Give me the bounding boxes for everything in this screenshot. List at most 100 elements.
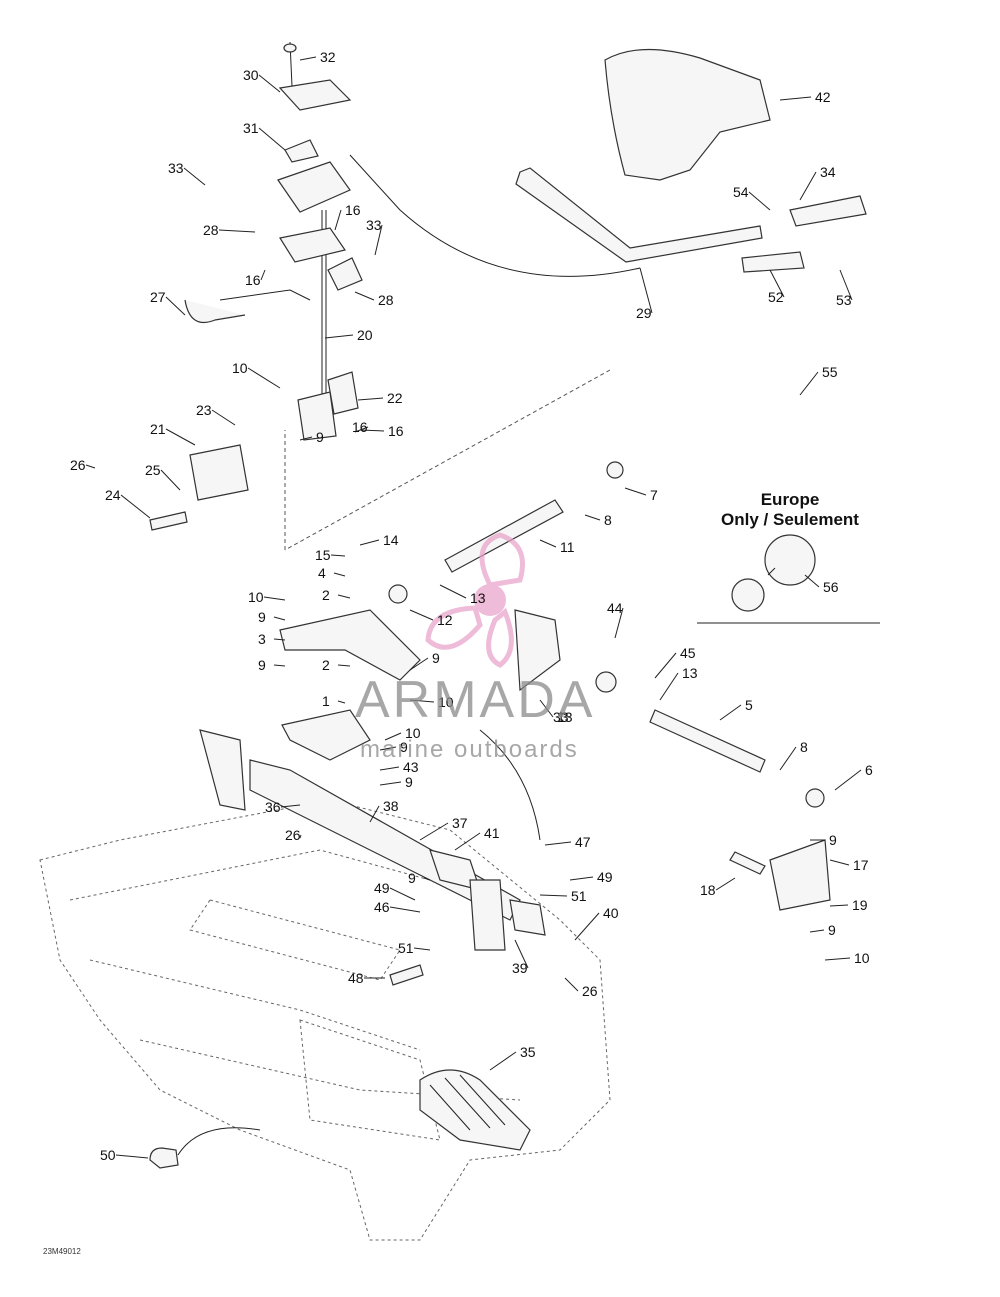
part-number-label: 7	[650, 487, 658, 503]
steering-arm	[184, 299, 831, 911]
callout-leader	[419, 822, 449, 841]
watermark-tagline: marine outboards	[360, 736, 579, 763]
callout-leader	[829, 904, 849, 907]
callout-leader	[324, 334, 354, 339]
callout-leader	[544, 841, 572, 846]
part-number-label: 4	[318, 565, 326, 581]
callout-leader	[748, 191, 771, 211]
callout-leader	[359, 539, 380, 546]
callout-leader	[247, 367, 281, 389]
drawing-number: 23M49012	[43, 1247, 81, 1256]
part-number-label: 52	[768, 289, 784, 305]
part-number-label: 40	[603, 905, 619, 921]
part-number-label: 27	[150, 289, 166, 305]
callout-leader	[769, 269, 785, 298]
callout-leader	[654, 652, 677, 679]
part-number-label: 3	[258, 631, 266, 647]
callout-leader	[539, 894, 568, 897]
part-number-label: 41	[484, 825, 500, 841]
part-number-label: 36	[265, 799, 281, 815]
part-number-label: 12	[437, 612, 453, 628]
part-number-label: 50	[100, 1147, 116, 1163]
part-number-label: 9	[258, 657, 266, 673]
part-number-label: 39	[512, 960, 528, 976]
part-number-label: 16	[388, 423, 404, 439]
part-number-label: 13	[470, 590, 486, 606]
callout-leader	[359, 429, 385, 432]
tie-rods	[388, 461, 825, 808]
part-number-label: 51	[398, 940, 414, 956]
callout-leader	[273, 638, 286, 641]
callout-leader	[183, 167, 206, 186]
part-number-label: 10	[232, 360, 248, 376]
callout-leader	[337, 700, 346, 704]
callout-leader	[384, 732, 402, 741]
part-number-label: 17	[853, 857, 869, 873]
part-number-label: 29	[636, 305, 652, 321]
part-number-label: 35	[520, 1044, 536, 1060]
callout-leader	[218, 229, 256, 233]
callout-leader	[263, 596, 286, 601]
callout-leader	[569, 876, 594, 881]
callout-leader	[299, 834, 302, 839]
callout-leader	[804, 574, 820, 588]
callout-leader	[539, 699, 554, 718]
callout-leader	[85, 464, 96, 469]
part-number-label: 31	[243, 120, 259, 136]
callout-leader	[719, 704, 742, 721]
callout-leader	[824, 957, 851, 961]
part-number-label: 25	[145, 462, 161, 478]
callout-leader	[374, 224, 383, 256]
callout-leader	[389, 906, 421, 913]
callout-leader	[334, 209, 342, 231]
callout-leader	[809, 929, 825, 933]
part-number-label: 49	[374, 880, 390, 896]
part-number-label: 26	[582, 983, 598, 999]
callout-leader	[564, 977, 579, 992]
callout-leader	[539, 539, 557, 548]
part-number-label: 54	[733, 184, 749, 200]
part-number-label: 6	[865, 762, 873, 778]
part-number-label: 18	[700, 882, 716, 898]
callout-leader	[454, 832, 481, 851]
heading-line-2: Only / Seulement	[721, 510, 859, 529]
part-number-label: 42	[815, 89, 831, 105]
horn	[697, 534, 880, 624]
callout-leader	[379, 746, 397, 751]
callout-leader	[273, 616, 286, 621]
callout-leader	[639, 267, 653, 314]
callout-leader	[379, 781, 402, 786]
callout-leader	[337, 664, 351, 667]
callout-leader	[584, 514, 601, 521]
part-number-label: 10	[854, 950, 870, 966]
part-number-label: 33	[168, 160, 184, 176]
part-number-label: 10	[405, 725, 421, 741]
callout-leader	[779, 746, 797, 771]
part-number-label: 9	[405, 774, 413, 790]
callout-leader	[260, 269, 266, 281]
part-number-label: 13	[682, 665, 698, 681]
callout-leader	[160, 469, 181, 491]
callout-leader	[659, 672, 679, 701]
part-number-label: 23	[196, 402, 212, 418]
part-number-label: 48	[348, 970, 364, 986]
callout-leader	[779, 96, 812, 101]
part-number-label: 32	[320, 49, 336, 65]
part-number-label: 21	[150, 421, 166, 437]
callout-leader	[559, 711, 570, 718]
handlebar	[515, 48, 867, 273]
part-number-label: 55	[822, 364, 838, 380]
callout-leader	[489, 1051, 517, 1071]
part-number-label: 2	[322, 657, 330, 673]
callout-leader	[574, 912, 600, 941]
callout-leader	[165, 428, 196, 446]
part-number-label: 10	[438, 694, 454, 710]
part-number-label: 9	[829, 832, 837, 848]
callout-leader	[409, 657, 429, 671]
watermark-brand: ARMADA	[355, 671, 596, 729]
part-number-label: 2	[322, 587, 330, 603]
part-number-label: 37	[452, 815, 468, 831]
part-number-label: 26	[285, 827, 301, 843]
callout-leader	[354, 426, 369, 433]
